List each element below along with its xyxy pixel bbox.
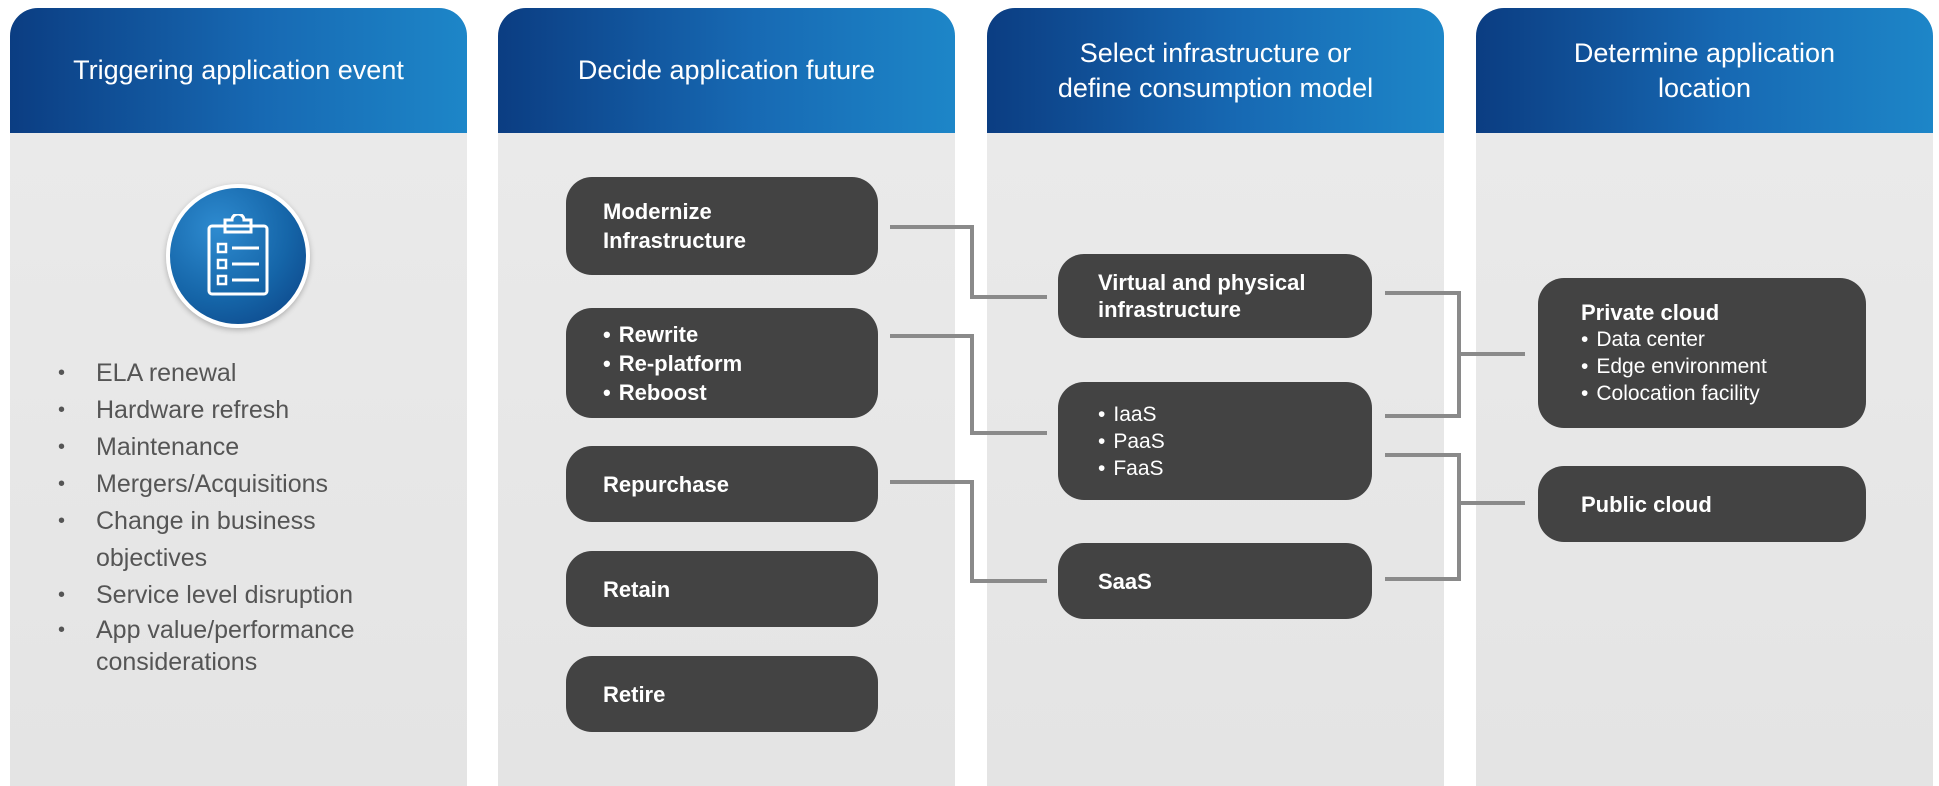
list-item: Reboost [603, 378, 878, 407]
box-label: Repurchase [603, 471, 729, 497]
repurchase-box: Repurchase [566, 446, 878, 522]
list-item: Maintenance [58, 429, 426, 466]
list-item: Rewrite [603, 320, 878, 349]
column-header: Triggering application event [10, 8, 467, 133]
list-item: PaaS [1098, 428, 1372, 455]
retain-box: Retain [566, 551, 878, 627]
column-header: Determine application location [1476, 8, 1933, 133]
list-item: Data center [1581, 326, 1866, 353]
box-label: SaaS [1098, 568, 1152, 594]
list-item: Service level disruption [58, 577, 426, 614]
list-item: Change in business objectives [58, 503, 426, 577]
list-item: Hardware refresh [58, 392, 426, 429]
private-cloud-box: Private cloud Data center Edge environme… [1538, 278, 1866, 428]
column-header: Decide application future [498, 8, 955, 133]
column-header-label: Triggering application event [73, 55, 404, 85]
virtual-physical-box: Virtual and physical infrastructure [1058, 254, 1372, 338]
list-item: Colocation facility [1581, 380, 1866, 407]
list-item: Re-platform [603, 349, 878, 378]
list-item: FaaS [1098, 455, 1372, 482]
list-item: App value/performance considerations [58, 614, 426, 678]
list-item: Edge environment [1581, 353, 1866, 380]
box-label: Retain [603, 576, 671, 602]
list-item: ELA renewal [58, 355, 426, 392]
box-label: Virtual and physical infrastructure [1098, 270, 1306, 322]
column-header-label: Determine application location [1573, 37, 1836, 103]
service-models-box: IaaS PaaS FaaS [1058, 382, 1372, 500]
box-label: Private cloud [1581, 300, 1720, 325]
rewrite-options-box: Rewrite Re-platform Reboost [566, 308, 878, 418]
box-label: Public cloud [1581, 491, 1712, 517]
private-cloud-list: Data center Edge environment Colocation … [1581, 326, 1866, 407]
saas-box: SaaS [1058, 543, 1372, 619]
modernize-infrastructure-box: Modernize Infrastructure [566, 177, 878, 275]
list-item: IaaS [1098, 401, 1372, 428]
clipboard-checklist-icon [166, 184, 310, 328]
trigger-event-list: ELA renewal Hardware refresh Maintenance… [58, 355, 426, 678]
box-label: Retire [603, 681, 666, 707]
column-header-label: Decide application future [577, 55, 876, 85]
column-header: Select infrastructure or define consumpt… [987, 8, 1444, 133]
list-item: Mergers/Acquisitions [58, 466, 426, 503]
rewrite-list: Rewrite Re-platform Reboost [603, 320, 878, 407]
column-header-label: Select infrastructure or define consumpt… [1057, 37, 1374, 103]
public-cloud-box: Public cloud [1538, 466, 1866, 542]
service-model-list: IaaS PaaS FaaS [1098, 401, 1372, 482]
box-label: Modernize Infrastructure [603, 199, 747, 253]
retire-box: Retire [566, 656, 878, 732]
